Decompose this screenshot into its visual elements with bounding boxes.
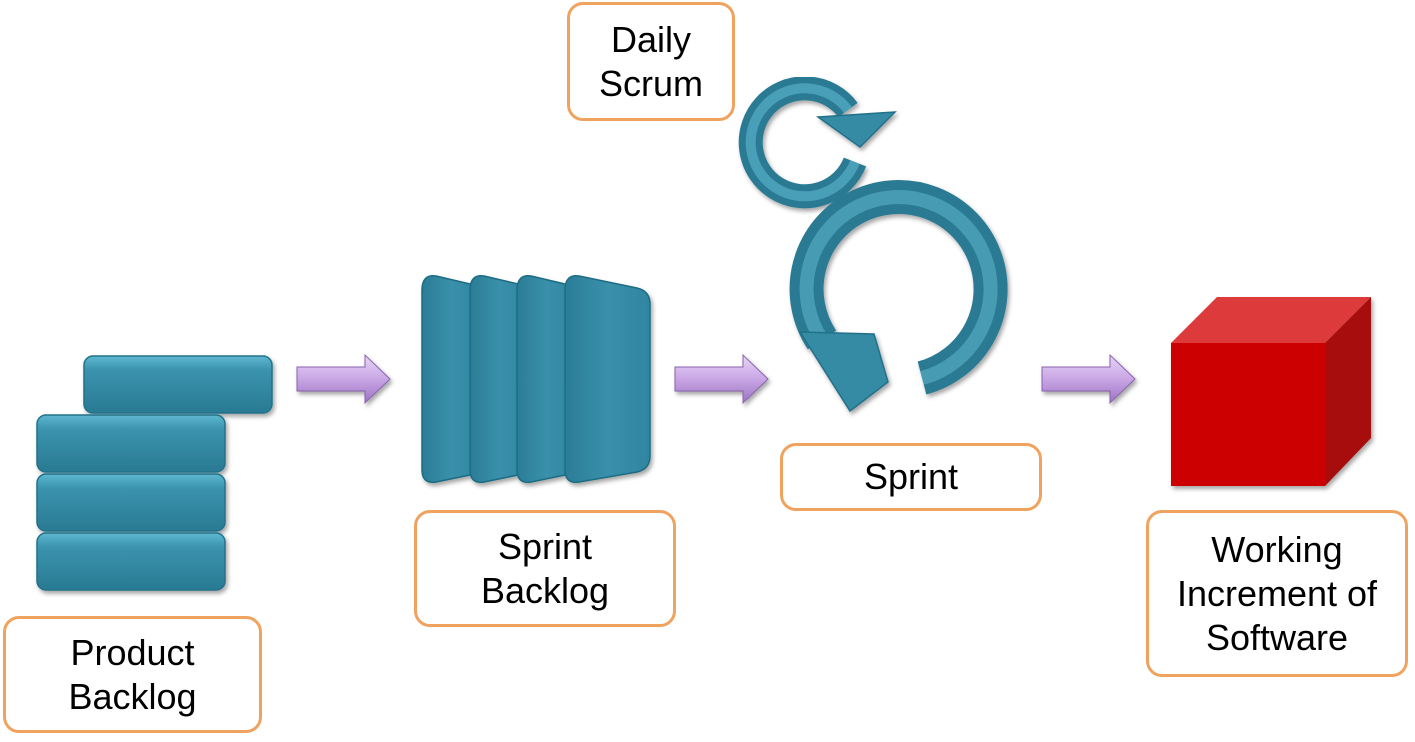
product-backlog-label: Product Backlog xyxy=(3,616,262,733)
small-cycle-arrow-icon xyxy=(738,76,897,209)
flow-arrow-icon xyxy=(296,353,391,405)
daily-scrum-line-2: Scrum xyxy=(598,62,703,104)
product-backlog-line-2: Backlog xyxy=(68,675,197,717)
card-stack-icon xyxy=(421,275,651,483)
sprint-backlog-line-2: Backlog xyxy=(480,569,610,611)
sprint-backlog-line-1: Sprint xyxy=(497,525,593,567)
sprint-line-1: Sprint xyxy=(863,456,959,497)
sprint-backlog-label: Sprint Backlog xyxy=(414,510,676,627)
sprint-label: Sprint xyxy=(780,443,1042,511)
working-increment-line-3: Software xyxy=(1205,616,1349,658)
working-increment-line-1: Working xyxy=(1211,528,1343,570)
flow-arrow-icon xyxy=(1041,353,1136,405)
red-cube-icon xyxy=(1171,297,1371,486)
flow-arrow-icon xyxy=(674,353,769,405)
working-increment-label: Working Increment of Software xyxy=(1146,510,1408,677)
daily-scrum-label: Daily Scrum xyxy=(567,2,735,121)
large-cycle-arrow-icon xyxy=(789,180,1008,413)
working-increment-line-2: Increment of xyxy=(1176,572,1378,614)
daily-scrum-line-1: Daily xyxy=(610,18,691,60)
stacked-bars-icon xyxy=(36,355,273,591)
product-backlog-line-1: Product xyxy=(70,631,195,673)
